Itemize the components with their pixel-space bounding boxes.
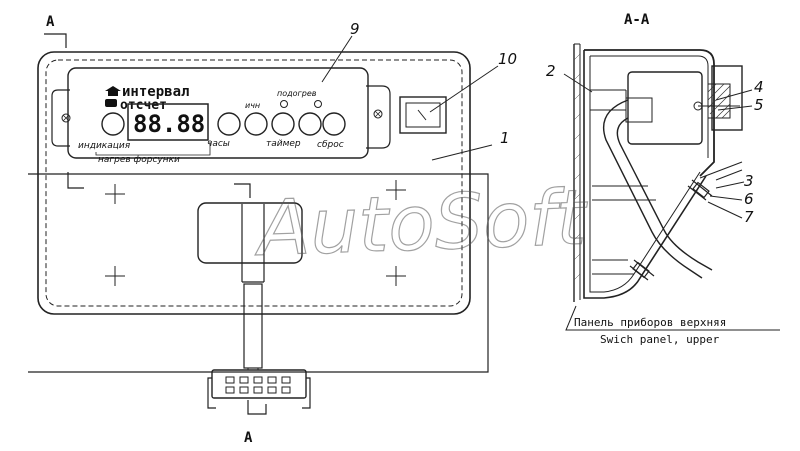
front-view: интервал отсчет 88.88 подогрев ичн индик…	[28, 14, 517, 446]
section-title: A-A	[624, 12, 650, 28]
label-clock: часы	[207, 139, 230, 149]
housing-section	[584, 49, 715, 177]
watermark: AutoSoft	[252, 172, 591, 273]
callout-1: 1	[500, 129, 510, 147]
connector-pins	[225, 376, 291, 394]
right-mount-ear	[366, 85, 391, 149]
preheat-button[interactable]	[298, 112, 322, 136]
control-face-plate	[67, 67, 369, 159]
indication-button[interactable]	[101, 112, 125, 136]
section-mark-top: A	[46, 14, 55, 30]
leader-1	[431, 144, 493, 161]
callout-3: 3	[744, 172, 754, 190]
caption-en: Swich panel, upper	[600, 333, 720, 346]
caption-ru: Панель приборов верхняя	[574, 316, 726, 329]
housing-inner-dashed	[45, 59, 463, 307]
ich-button[interactable]	[244, 112, 268, 136]
display-digits: 88.88	[133, 110, 205, 138]
callout-10: 10	[498, 50, 517, 68]
callout-7: 7	[744, 208, 754, 226]
left-mount-ear	[51, 89, 70, 147]
right-screw-icon	[373, 109, 383, 119]
switch-outer	[399, 96, 447, 134]
left-screw-icon	[61, 113, 71, 123]
harness-cable	[243, 283, 263, 369]
section-view: A-A	[546, 12, 780, 346]
label-ich: ичн	[245, 101, 260, 110]
label-interval: интервал	[122, 84, 189, 100]
label-preheat: подогрев	[277, 89, 317, 98]
mounting-crosshairs	[105, 180, 406, 286]
callout-5: 5	[754, 96, 764, 114]
internal-module	[627, 71, 703, 145]
reset-button[interactable]	[322, 112, 346, 136]
leader-9	[321, 35, 353, 83]
harness-connector	[211, 369, 307, 399]
switch-key-icon	[405, 102, 441, 128]
section-mark-bottom: A	[244, 430, 253, 446]
panel-hatching	[573, 53, 581, 281]
housing-outer	[37, 51, 471, 315]
label-indication: индикация	[78, 141, 131, 151]
clock-button[interactable]	[217, 112, 241, 136]
label-nozzle-heat: нагрев форсунки	[98, 155, 180, 165]
leader-10	[429, 65, 499, 113]
interval-symbol-icon	[105, 86, 121, 96]
preheat-led-left	[280, 100, 288, 108]
callout-2: 2	[546, 62, 556, 80]
label-timer: таймер	[266, 139, 301, 149]
rear-body-block	[197, 202, 303, 264]
timer-button[interactable]	[271, 112, 295, 136]
preheat-led-right	[314, 100, 322, 108]
label-reset: сброс	[317, 140, 344, 150]
countdown-symbol-icon	[105, 99, 117, 107]
bracket-hatching	[707, 83, 731, 119]
label-countdown: отсчет	[120, 98, 167, 113]
digital-display	[127, 103, 209, 141]
callout-6: 6	[744, 190, 754, 208]
cable-bend	[602, 99, 703, 279]
switch-panel-outline	[28, 173, 489, 373]
callout-9: 9	[350, 20, 360, 38]
callout-4: 4	[754, 78, 764, 96]
fastener-6-7	[629, 179, 713, 281]
bracket-section	[711, 65, 743, 131]
